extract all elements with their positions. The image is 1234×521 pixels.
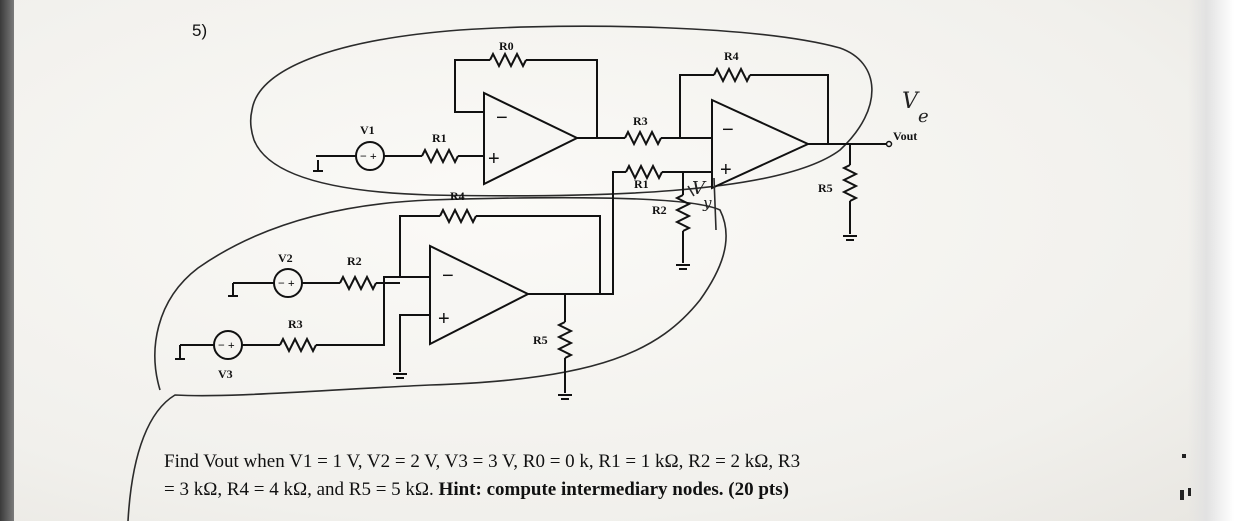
handwritten-vy-stroke — [687, 177, 717, 231]
wire-opamp3-to-r1mid — [600, 171, 626, 295]
edge-mark-1 — [1182, 454, 1186, 458]
problem-hint: Hint: compute intermediary nodes. (20 pt… — [438, 479, 789, 500]
photo-right-edge — [1188, 0, 1234, 521]
opamp-2 — [711, 98, 811, 190]
label-v3: V3 — [218, 367, 233, 381]
label-r0: R0 — [499, 39, 514, 53]
resistor-r1-mid — [625, 163, 663, 181]
opamp-1-plus: + — [488, 148, 500, 170]
problem-statement: Find Vout when V1 = 1 V, V2 = 2 V, V3 = … — [164, 448, 1044, 504]
label-r2-left: R2 — [347, 254, 362, 268]
resistor-r3-left — [279, 336, 317, 354]
edge-mark-3 — [1188, 488, 1191, 496]
handwritten-ve-v: V — [902, 89, 920, 114]
label-r4-top: R4 — [724, 49, 739, 63]
resistor-r1-left — [421, 147, 459, 165]
resistor-r4-top — [713, 66, 751, 84]
wire-r4-right — [750, 74, 829, 145]
label-r3-mid: R3 — [633, 114, 648, 128]
opamp-1 — [483, 91, 580, 186]
wire-r3-node — [316, 276, 400, 346]
paper-background — [14, 0, 1234, 521]
wire-r0-right — [526, 59, 598, 139]
opamp-2-minus: − — [722, 119, 734, 141]
opamp-3-minus: − — [442, 265, 454, 287]
label-v1: V1 — [360, 123, 375, 137]
label-v2: V2 — [278, 251, 293, 265]
opamp-3 — [429, 244, 531, 346]
wire-opamp3-plus — [399, 314, 430, 372]
problem-line-2: = 3 kΩ, R4 = 4 kΩ, and R5 = 5 kΩ. Hint: … — [164, 476, 1044, 504]
edge-mark-2 — [1180, 490, 1184, 500]
problem-line-2-prefix: = 3 kΩ, R4 = 4 kΩ, and R5 = 5 kΩ. — [164, 479, 439, 500]
label-r4-mid: R4 — [450, 189, 465, 203]
label-r1-left: R1 — [432, 131, 447, 145]
label-r2-right: R2 — [652, 203, 667, 217]
opamp-2-plus: + — [720, 159, 732, 181]
handwritten-vy-v: V — [692, 178, 707, 199]
hand-drawn-loop-bottom — [127, 196, 727, 521]
hand-drawn-loop-top — [249, 25, 873, 197]
opamp-1-minus: − — [496, 107, 508, 129]
resistor-r0 — [489, 51, 527, 69]
resistor-r4-mid — [439, 207, 477, 225]
opamp-3-plus: + — [438, 308, 450, 330]
resistor-r3-mid — [624, 129, 662, 147]
handwritten-ve-e: e — [918, 106, 929, 127]
resistor-r5-bottom — [556, 321, 574, 359]
source-v2-polarity: − + — [278, 276, 295, 290]
wire-r4mid-right — [476, 215, 601, 294]
wire-r4-left — [679, 74, 714, 139]
photo-left-edge — [0, 0, 14, 521]
label-r5-bottom: R5 — [533, 333, 548, 347]
label-r5-right: R5 — [818, 181, 833, 195]
source-v3-polarity: − + — [218, 338, 235, 352]
label-r3-left: R3 — [288, 317, 303, 331]
problem-line-1: Find Vout when V1 = 1 V, V2 = 2 V, V3 = … — [164, 451, 801, 472]
resistor-r5-right — [841, 164, 859, 202]
wire-r4mid-left — [399, 215, 440, 278]
label-vout: Vout — [893, 129, 917, 143]
question-number: 5) — [192, 21, 207, 40]
label-r1-mid: R1 — [634, 177, 649, 191]
source-v1-polarity: − + — [360, 149, 377, 163]
handwritten-vy-y: y — [702, 194, 712, 212]
resistor-r2-right — [674, 194, 692, 232]
wire-r0-left — [454, 59, 490, 113]
resistor-r2-left — [339, 274, 377, 292]
vout-terminal — [885, 140, 893, 148]
